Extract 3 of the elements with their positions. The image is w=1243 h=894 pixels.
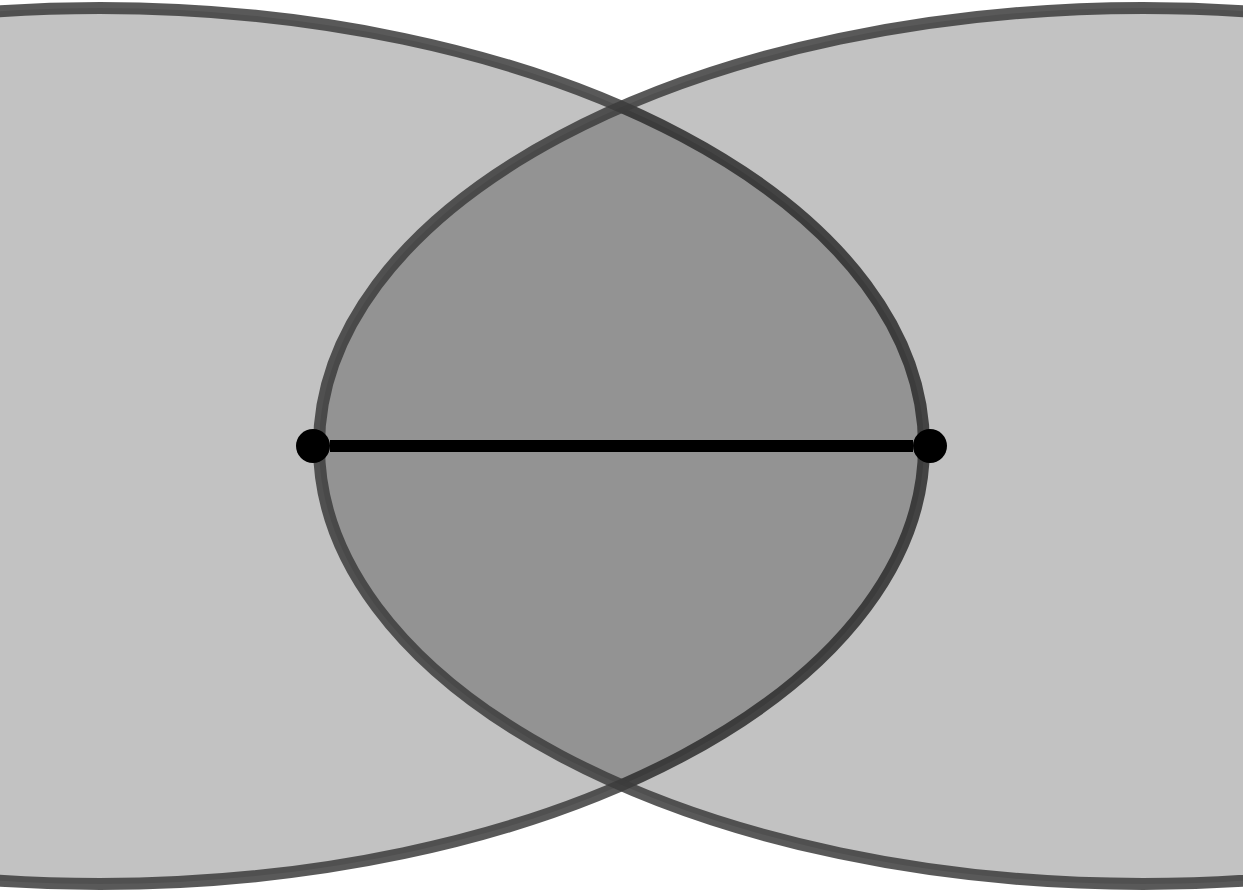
point-dot [296,429,330,463]
point-dot [913,429,947,463]
line-segment [330,440,913,452]
